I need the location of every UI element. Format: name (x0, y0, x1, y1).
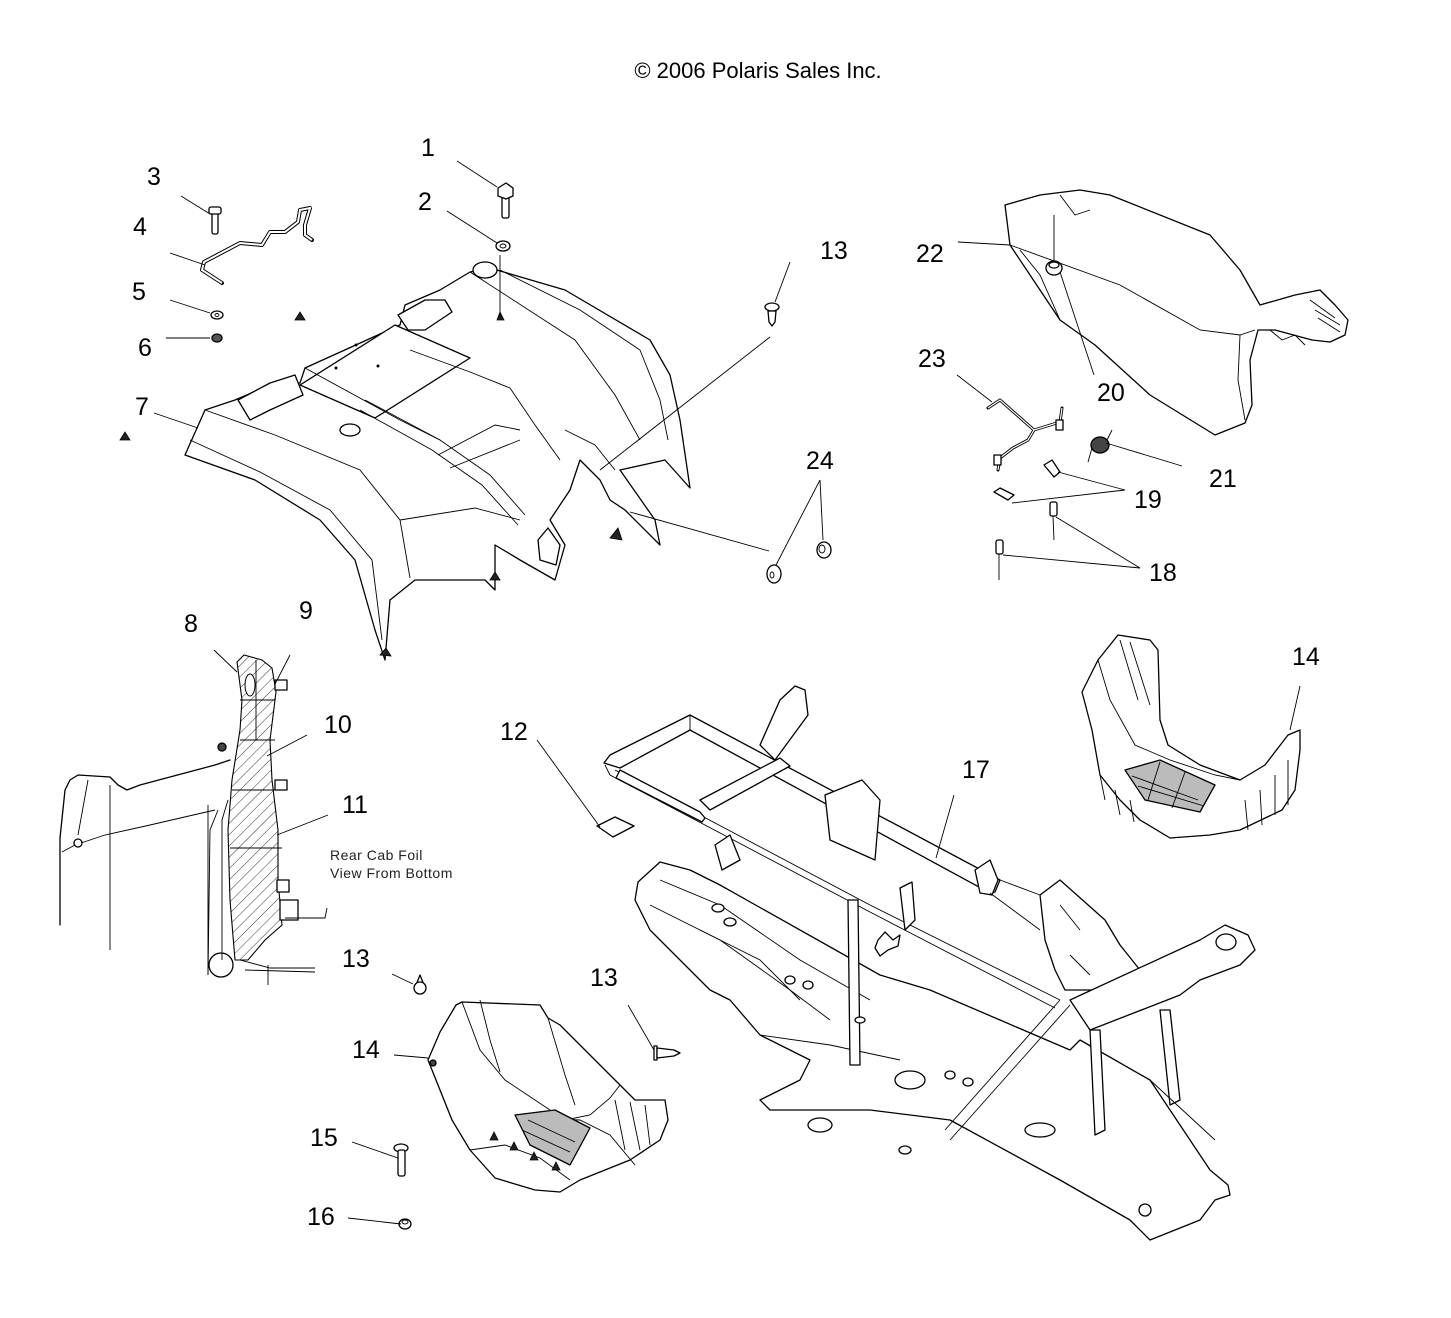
washer-2-part[interactable] (495, 240, 511, 252)
callout-16: 16 (307, 1203, 335, 1231)
seat-22-part[interactable] (1004, 189, 1349, 436)
bumper-20-part[interactable] (1045, 260, 1063, 276)
callout-14-right: 14 (1292, 643, 1320, 671)
foil-note-line1: Rear Cab Foil (330, 847, 423, 863)
callout-1: 1 (421, 134, 435, 162)
spring-21-part[interactable] (1087, 429, 1113, 463)
screw-15-part[interactable] (393, 1143, 409, 1177)
callout-7: 7 (135, 393, 149, 421)
callout-11: 11 (342, 791, 368, 819)
callout-21: 21 (1209, 465, 1237, 493)
copyright-text: © 2006 Polaris Sales Inc. (634, 58, 881, 83)
callout-10: 10 (324, 711, 352, 739)
callout-5: 5 (132, 278, 146, 306)
callout-20: 20 (1097, 379, 1125, 407)
callout-13-left: 13 (342, 945, 370, 973)
callout-14-left: 14 (352, 1036, 380, 1064)
bracket-19-part[interactable] (993, 459, 1061, 501)
foil-note-line2: View From Bottom (330, 865, 453, 881)
callout-13-mid: 13 (590, 964, 618, 992)
push-rivet-13-mid-part[interactable] (653, 1045, 681, 1061)
callout-18: 18 (1149, 559, 1177, 587)
callout-4: 4 (133, 213, 147, 241)
footwell-14-right-part[interactable] (1081, 634, 1301, 839)
callout-22: 22 (916, 240, 944, 268)
callout-23: 23 (918, 345, 946, 373)
callout-15: 15 (310, 1124, 338, 1152)
callout-12: 12 (500, 718, 528, 746)
decal-12-part[interactable] (596, 816, 635, 838)
callout-19: 19 (1134, 486, 1162, 514)
nut-16-part[interactable] (398, 1218, 412, 1230)
bolt-3-part[interactable] (208, 206, 222, 235)
callout-17: 17 (962, 756, 990, 784)
leader-lines (153, 160, 1301, 1225)
callout-6: 6 (138, 334, 152, 362)
callout-8: 8 (184, 610, 198, 638)
grommet-24-part[interactable] (766, 541, 832, 584)
washer-5-part[interactable] (210, 310, 224, 320)
rear-cab-foil-view[interactable] (59, 654, 328, 985)
callout-2: 2 (418, 188, 432, 216)
callout-9: 9 (299, 597, 313, 625)
callout-13-top: 13 (820, 237, 848, 265)
latch-23-part[interactable] (986, 398, 1064, 472)
push-rivet-13-left-part[interactable] (413, 974, 427, 995)
callout-24: 24 (806, 447, 834, 475)
frame-17-part[interactable] (603, 685, 1256, 1241)
push-rivet-13-top-part[interactable] (764, 302, 780, 327)
nut-6-part[interactable] (211, 333, 223, 343)
bolt-1-part[interactable] (497, 182, 514, 219)
rod-4-part[interactable] (200, 206, 314, 285)
rivet-18-part[interactable] (995, 501, 1058, 580)
footwell-14-left-part[interactable] (427, 999, 669, 1193)
callout-3: 3 (147, 163, 161, 191)
rear-cab-part[interactable] (118, 261, 691, 661)
